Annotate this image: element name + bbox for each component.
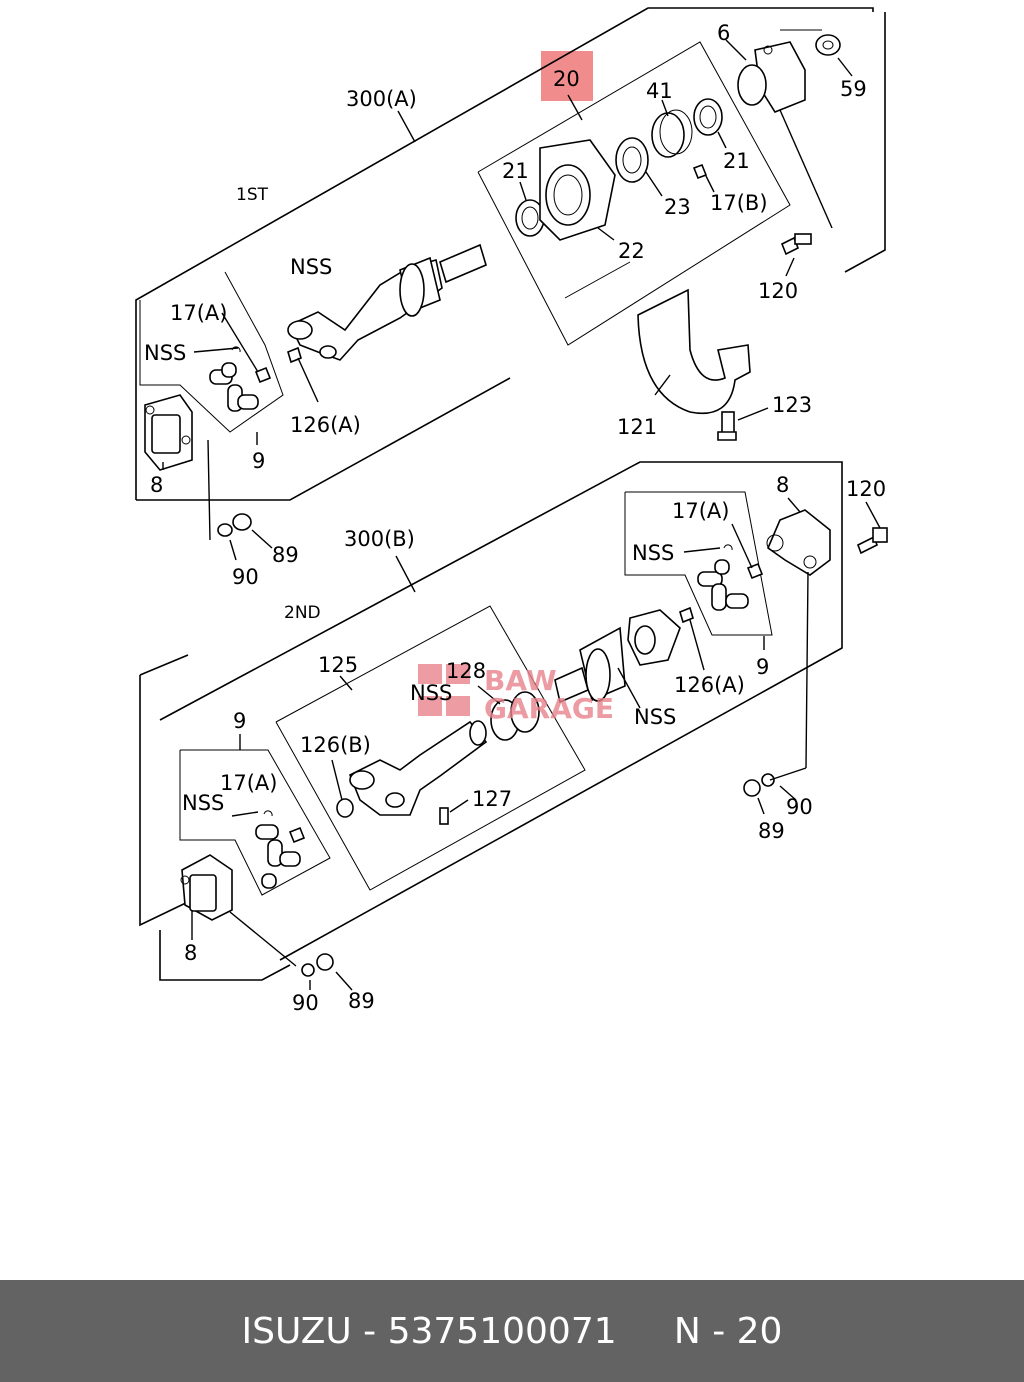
callout-nss-spider-1: NSS [144, 341, 186, 365]
callout-120-top: 120 [758, 279, 798, 303]
callout-9-1: 9 [252, 449, 265, 473]
first-assembly-frame [135, 7, 886, 501]
callout-300a: 300(A) [346, 87, 417, 111]
callout-121: 121 [617, 415, 657, 439]
callout-89-3: 89 [348, 989, 375, 1013]
callout-21-right: 21 [723, 149, 750, 173]
callout-17a-1: 17(A) [170, 301, 227, 325]
callout-8-1: 8 [150, 473, 163, 497]
watermark: BAW GARAGE [418, 664, 614, 725]
callout-90-2: 90 [786, 795, 813, 819]
callout-300b: 300(B) [344, 527, 415, 551]
second-assembly-frame [139, 461, 843, 981]
second-leaders [191, 497, 881, 991]
first-assembly-parts [144, 34, 841, 537]
callout-126b: 126(B) [300, 733, 371, 757]
callout-89-2: 89 [758, 819, 785, 843]
callout-89-1: 89 [272, 543, 299, 567]
callout-nss-shaft-1: NSS [290, 255, 332, 279]
callout-nss-spider-2: NSS [632, 541, 674, 565]
callout-20: 20 [553, 67, 580, 91]
callout-labels: 1ST 2ND 300(A) 20 6 59 41 21 21 23 17(B)… [144, 21, 886, 1015]
callout-9-3: 9 [233, 709, 246, 733]
callout-125: 125 [318, 653, 358, 677]
callout-17a-2: 17(A) [672, 499, 729, 523]
part-number-caption: ISUZU - 5375100071 N - 20 [241, 1310, 783, 1352]
callout-17a-3: 17(A) [220, 771, 277, 795]
callout-126a-2: 126(A) [674, 673, 745, 697]
first-leaders [162, 39, 853, 561]
callout-120-2: 120 [846, 477, 886, 501]
callout-123: 123 [772, 393, 812, 417]
section-label-1st: 1ST [236, 185, 269, 205]
callout-21-left: 21 [502, 159, 529, 183]
callout-41: 41 [646, 79, 673, 103]
watermark-line-2: GARAGE [484, 692, 614, 725]
callout-22: 22 [618, 239, 645, 263]
section-label-2nd: 2ND [284, 603, 321, 623]
highlight-box-20 [541, 51, 593, 101]
callout-nss-shaft-3: NSS [634, 705, 676, 729]
callout-23: 23 [664, 195, 691, 219]
callout-127: 127 [472, 787, 512, 811]
callout-8-3: 8 [184, 941, 197, 965]
footer-bar: ISUZU - 5375100071 N - 20 [0, 1280, 1024, 1382]
callout-90-1: 90 [232, 565, 259, 589]
callout-59: 59 [840, 77, 867, 101]
callout-9-2: 9 [756, 655, 769, 679]
callout-126a-1: 126(A) [290, 413, 361, 437]
watermark-line-1: BAW [484, 664, 557, 697]
callout-8-2: 8 [776, 473, 789, 497]
callout-nss-spider-3: NSS [182, 791, 224, 815]
callout-nss-shaft-2: NSS [410, 681, 452, 705]
second-assembly-parts [180, 509, 888, 977]
callout-17b: 17(B) [710, 191, 768, 215]
callout-128: 128 [446, 659, 486, 683]
parts-diagram: BAW GARAGE 1ST 2ND 300(A) 20 6 59 41 21 … [135, 7, 888, 1015]
callout-6: 6 [717, 21, 730, 45]
callout-90-3: 90 [292, 991, 319, 1015]
